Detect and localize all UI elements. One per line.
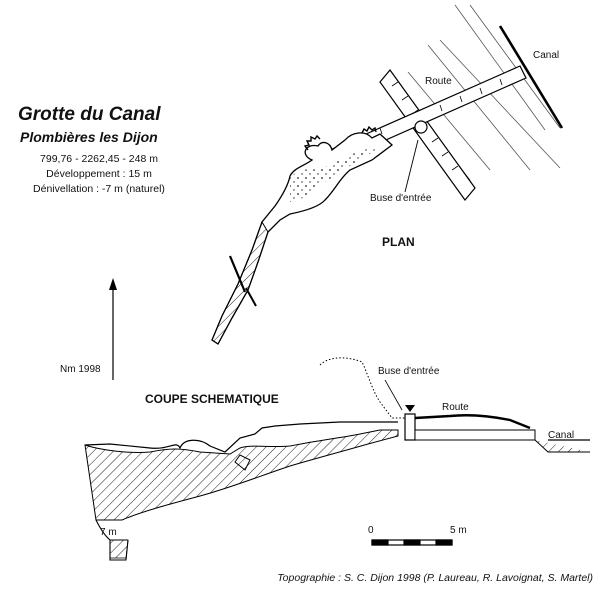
credits-text: Topographie : S. C. Dijon 1998 (P. Laure…	[277, 572, 593, 584]
coupe-label: COUPE SCHEMATIQUE	[145, 392, 279, 406]
coupe-buse-pointer	[384, 379, 403, 411]
plan-stick-2	[245, 287, 257, 307]
coupe-depth-label: 7 m	[100, 527, 117, 538]
coordinates-text: 799,76 - 2262,45 - 248 m	[40, 153, 158, 165]
coupe-cave-floor-hatched	[84, 429, 399, 521]
plan-route-label: Route	[425, 76, 452, 87]
scale-bar	[371, 539, 453, 546]
plan-cave-dotted	[290, 146, 376, 202]
scale-end-label: 5 m	[450, 525, 467, 536]
development-text: Développement : 15 m	[46, 168, 152, 180]
north-label: Nm 1998	[60, 364, 101, 375]
coupe-shaft-hatched	[109, 539, 129, 559]
plan-cave-hatched	[211, 220, 269, 345]
plan-canal-line	[498, 25, 564, 129]
coupe-canal-bank	[534, 439, 590, 453]
denivellation-text: Dénivellation : -7 m (naturel)	[33, 183, 165, 195]
map-title: Grotte du Canal	[18, 104, 161, 125]
coupe-canal-label: Canal	[548, 430, 575, 441]
coupe-buse-label: Buse d'entrée	[378, 366, 440, 377]
plan-canal-label: Canal	[533, 50, 560, 61]
coupe-step-outline	[234, 454, 251, 471]
coupe-buse-shaft	[404, 413, 416, 441]
plan-cave-outline	[211, 132, 394, 345]
coupe-route-label: Route	[442, 402, 469, 413]
north-arrow-head	[109, 278, 117, 290]
plan-stick	[228, 255, 247, 293]
map-subtitle: Plombières les Dijon	[20, 129, 158, 145]
scale-start-label: 0	[368, 525, 374, 536]
coupe-pipe	[414, 429, 536, 441]
coupe-road-surface	[414, 414, 531, 430]
coupe-surface-dotted	[319, 357, 410, 419]
plan-buse-label: Buse d'entrée	[370, 193, 432, 204]
coupe-cave-ceiling	[84, 421, 398, 453]
plan-label: PLAN	[382, 235, 415, 249]
plan-manhole	[414, 120, 428, 134]
plan-buse-pointer	[404, 139, 419, 193]
coupe-buse-marker	[405, 405, 415, 412]
plan-rock-edges	[303, 125, 377, 151]
